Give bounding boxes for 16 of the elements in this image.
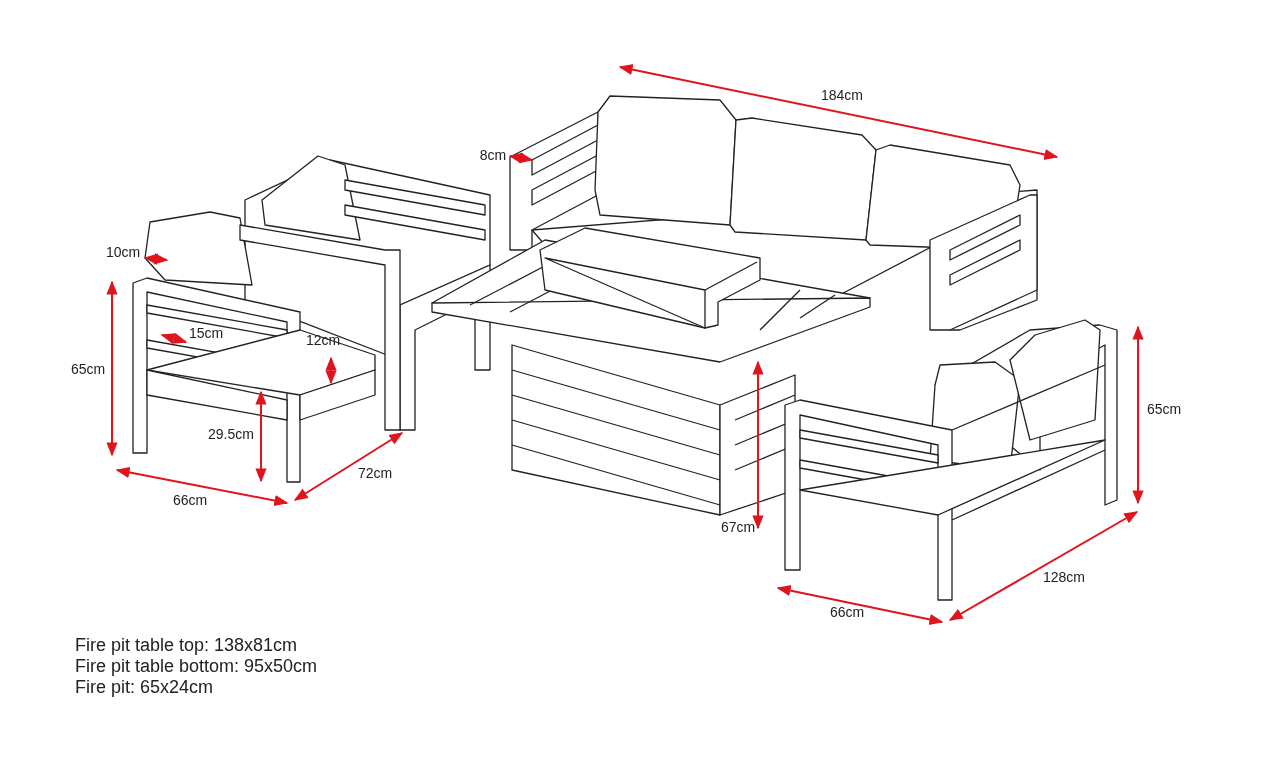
- note-text: Fire pit: 65x24cm: [75, 677, 214, 698]
- dimension-label: 72cm: [357, 466, 393, 482]
- note-text: Fire pit table bottom: 95x50cm: [75, 656, 318, 677]
- dimension-label: 10cm: [105, 245, 141, 261]
- dimension-label: 66cm: [829, 605, 865, 621]
- dimension-label: 67cm: [720, 520, 756, 536]
- dimension-label: 8cm: [479, 148, 507, 164]
- note-text: Fire pit table top: 138x81cm: [75, 635, 298, 656]
- dimension-label: 128cm: [1043, 570, 1085, 586]
- dimension-label: 65cm: [1146, 402, 1182, 418]
- dimension-label: 12cm: [305, 333, 341, 349]
- dimension-label: 184cm: [821, 88, 863, 104]
- dimension-label: 65cm: [70, 362, 106, 378]
- dimension-label: 66cm: [172, 493, 208, 509]
- dimension-label: 29.5cm: [208, 427, 254, 443]
- dimension-label: 15cm: [188, 326, 224, 342]
